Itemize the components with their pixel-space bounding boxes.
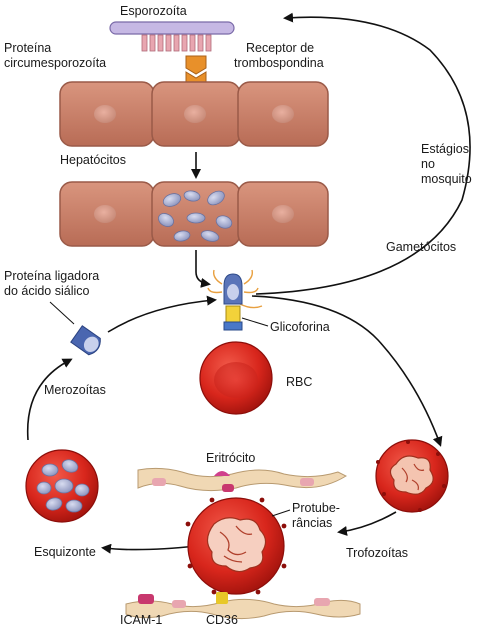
label-mosquito-2: no <box>421 157 435 171</box>
label-cs-protein-1: Proteína <box>4 41 51 55</box>
invading-merozoite <box>208 270 268 330</box>
label-knobs-2: râncias <box>292 516 332 530</box>
sialic-pointer <box>50 302 74 324</box>
thrombospondin-receptor <box>186 56 206 82</box>
label-hepatocytes: Hepatócitos <box>60 153 126 167</box>
arrow-release <box>196 250 208 284</box>
label-merozoites: Merozoítas <box>44 383 106 397</box>
icam-1-marker <box>138 594 154 604</box>
arrow-to-schizont <box>104 546 196 550</box>
label-cd36: CD36 <box>206 613 238 627</box>
label-rbc: RBC <box>286 375 312 389</box>
arrow-to-sequestration <box>340 512 396 532</box>
cs-protein-fringe <box>142 35 211 51</box>
arrow-to-trophozoite <box>252 296 440 444</box>
label-schizont: Esquizonte <box>34 545 96 559</box>
hepatocyte-row-top <box>60 82 328 146</box>
label-mosquito-3: mosquito <box>421 172 472 186</box>
label-sialic-1: Proteína ligadora <box>4 269 99 283</box>
cd36-marker <box>216 592 228 604</box>
label-cs-protein-2: circumesporozoíta <box>4 56 106 70</box>
arrow-to-merozoites <box>28 360 70 440</box>
label-glycophorin: Glicoforina <box>270 320 330 334</box>
label-erythrocyte: Eritrócito <box>206 451 255 465</box>
label-sporozoite: Esporozoíta <box>120 4 187 18</box>
label-tsp-receptor-2: trombospondina <box>234 56 324 70</box>
label-trophozoites: Trofozoítas <box>346 546 408 560</box>
label-mosquito-1: Estágios <box>421 142 469 156</box>
label-icam-1: ICAM-1 <box>120 613 162 627</box>
sporozoite <box>110 22 234 51</box>
schizont-cell <box>26 450 98 522</box>
free-merozoite <box>71 326 104 357</box>
label-tsp-receptor-1: Receptor de <box>246 41 314 55</box>
label-gametocytes: Gametócitos <box>386 240 456 254</box>
sequestered-rbc <box>186 498 290 595</box>
endothelium-top <box>138 468 346 492</box>
label-sialic-2: do ácido siálico <box>4 284 90 298</box>
trophozoite-cell <box>376 440 448 512</box>
label-knobs-1: Protube- <box>292 501 340 515</box>
rbc-cell <box>200 342 272 414</box>
arrow-invasion <box>108 300 214 332</box>
hepatocyte-row-infected <box>60 182 328 246</box>
